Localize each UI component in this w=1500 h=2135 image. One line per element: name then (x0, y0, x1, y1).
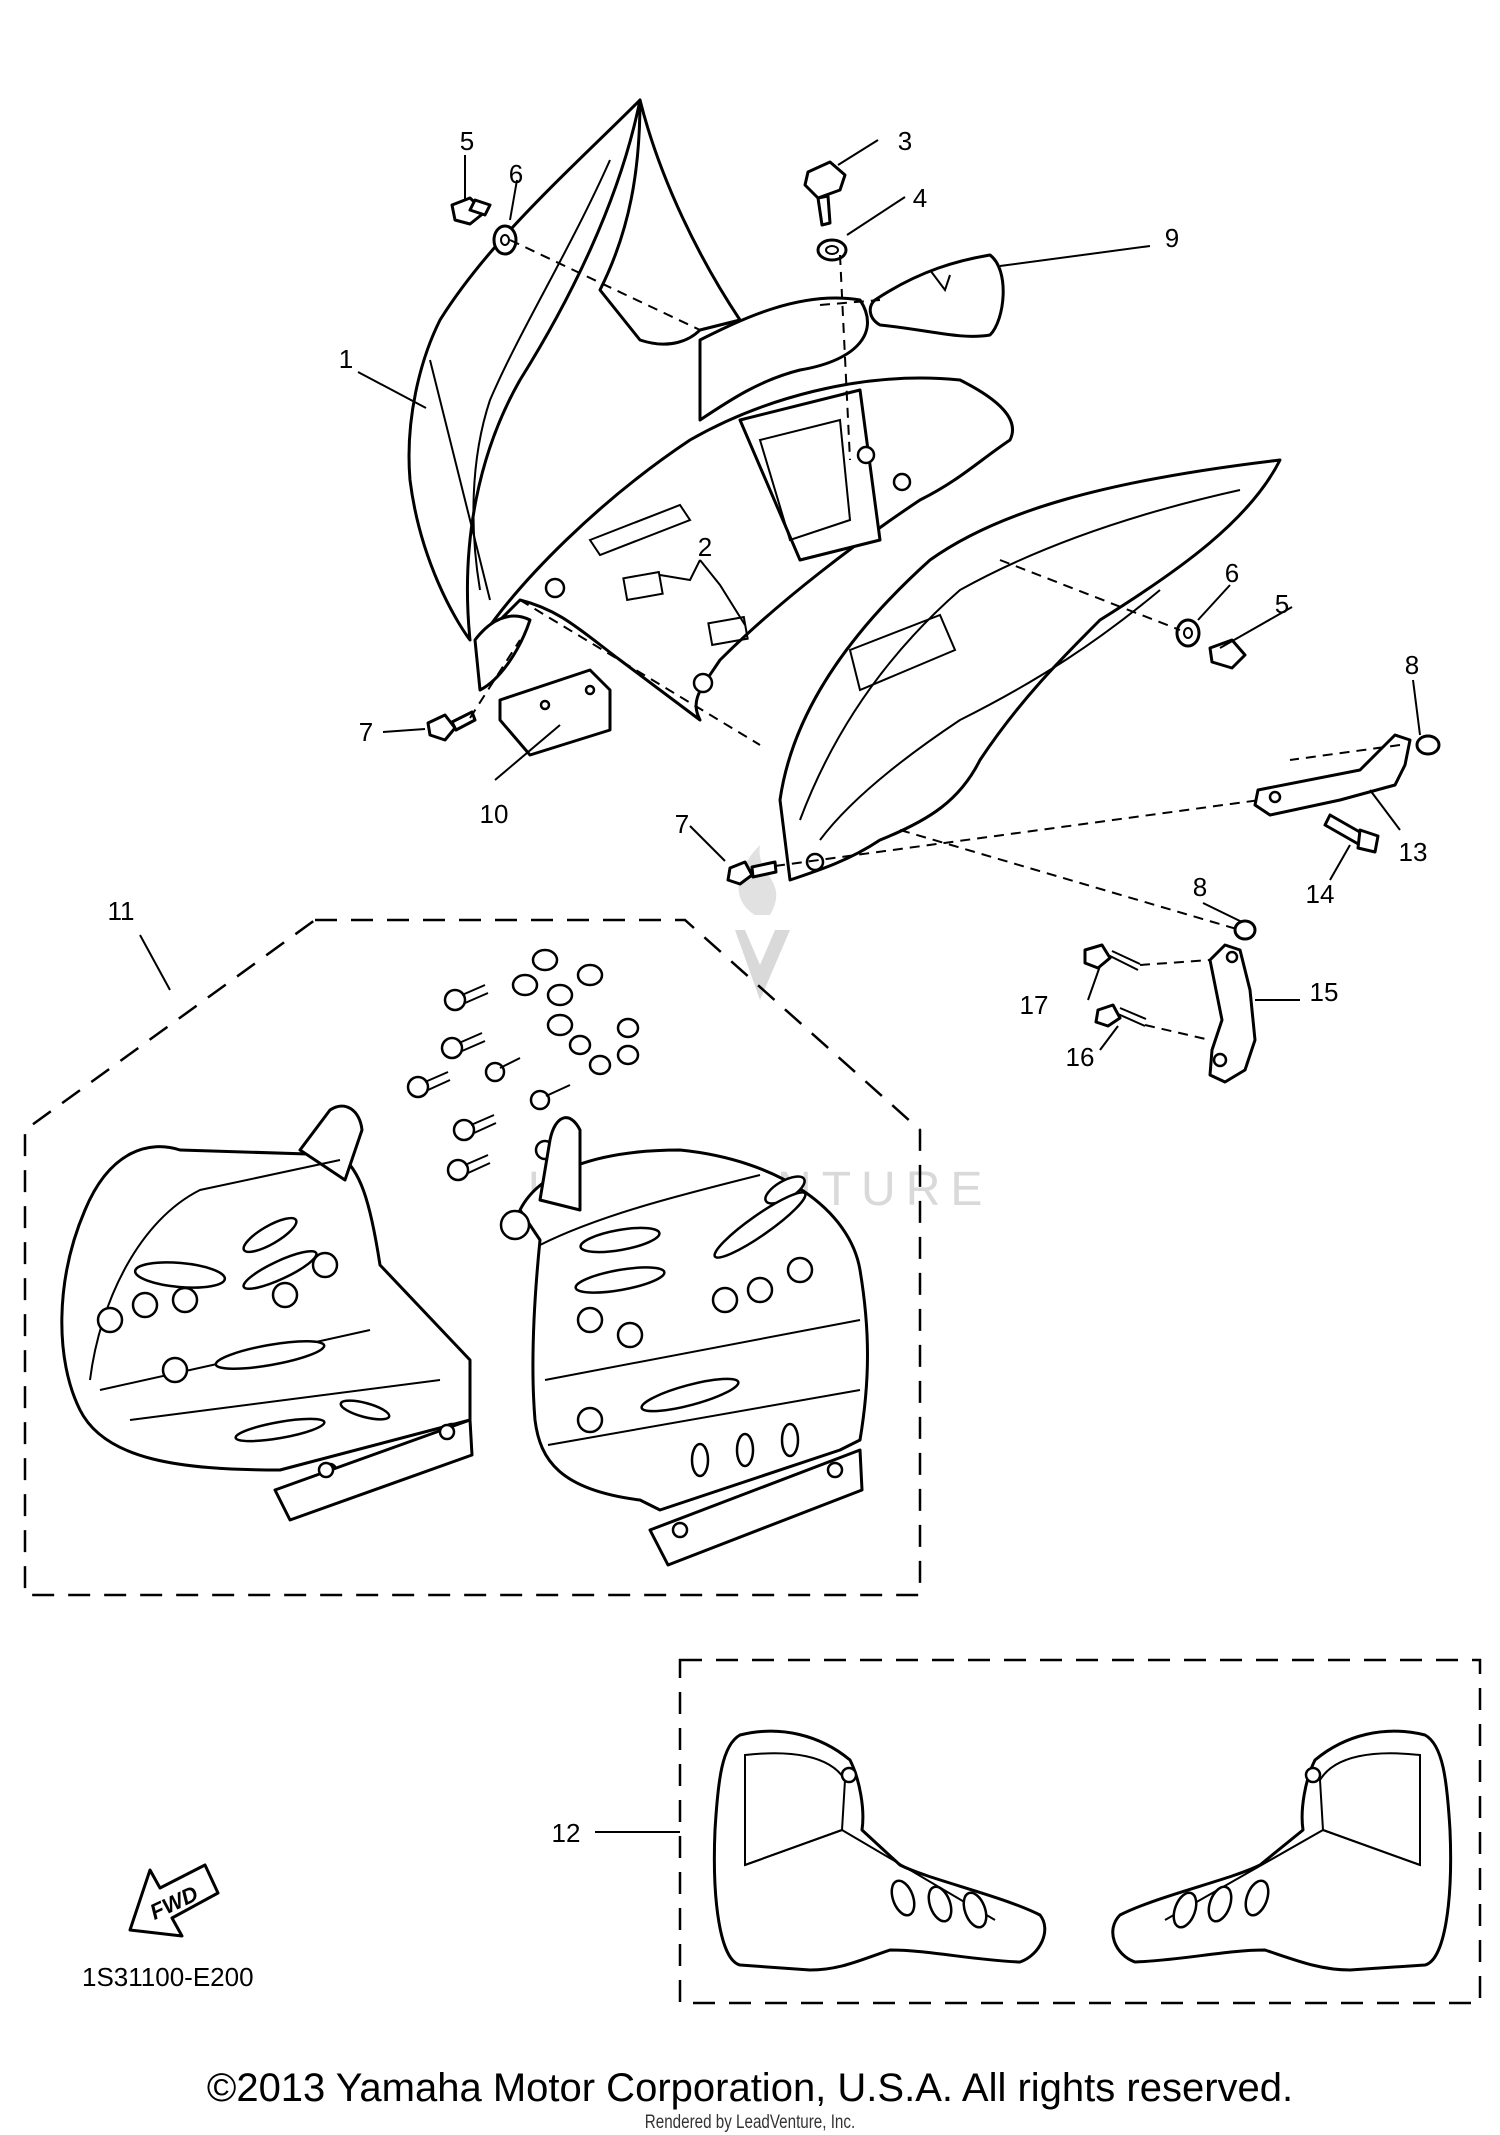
diagram-code: 1S31100-E200 (82, 1962, 254, 1992)
left-foot-guard (60, 1104, 474, 1522)
callout-2: 2 (698, 532, 712, 562)
part-11-kit (23, 918, 922, 1597)
nut-8-bottom (1233, 919, 1257, 941)
callout-5-left: 5 (460, 126, 474, 156)
callout-17: 17 (1020, 990, 1049, 1020)
callout-numbers: 1 2 3 4 5 5 6 6 7 7 8 8 9 10 11 12 13 14… (82, 126, 1427, 1992)
callout-16: 16 (1066, 1042, 1095, 1072)
callout-13: 13 (1399, 837, 1428, 867)
callout-3: 3 (898, 126, 912, 156)
callout-5-right: 5 (1275, 589, 1289, 619)
bolt-14 (1323, 813, 1380, 854)
callout-4: 4 (913, 183, 927, 213)
bolt-5-left (450, 196, 492, 226)
part-12-kit (678, 1658, 1482, 2005)
part-15-bracket (1208, 943, 1257, 1084)
left-mud-guard (712, 1729, 1047, 1972)
washer-6-left (492, 224, 518, 256)
callout-8-top: 8 (1405, 650, 1419, 680)
fwd-arrow-icon: FWD (128, 1863, 220, 1938)
callout-6-right: 6 (1225, 558, 1239, 588)
bolt-16 (1094, 1003, 1147, 1028)
part-10-flap (498, 668, 612, 757)
leader-lines (139, 139, 1421, 1833)
part-13-bracket (1253, 733, 1412, 817)
callout-7-left: 7 (359, 717, 373, 747)
washer-6-right (1175, 618, 1201, 648)
part-1-right-fender (778, 458, 1282, 882)
callout-12: 12 (552, 1818, 581, 1848)
callout-15: 15 (1310, 977, 1339, 1007)
bolt-17 (1083, 943, 1141, 971)
callout-10: 10 (480, 799, 509, 829)
callout-8-bottom: 8 (1193, 872, 1207, 902)
assembly-lines (469, 239, 1401, 1041)
callout-9: 9 (1165, 223, 1179, 253)
bolt-7-left (426, 710, 477, 742)
right-foot-guard (499, 1116, 869, 1567)
part-9-decal (868, 253, 1005, 338)
bolt-7-right (726, 860, 778, 886)
callout-1: 1 (339, 344, 353, 374)
bolt-5-right (1208, 638, 1247, 670)
rendered-by-notice: Rendered by LeadVenture, Inc. (644, 2112, 856, 2133)
part-1-left-fender (407, 98, 1014, 722)
bolt-3 (803, 160, 847, 227)
callout-7-right: 7 (675, 809, 689, 839)
nut-8-top (1415, 734, 1441, 756)
callout-14: 14 (1306, 879, 1335, 909)
callout-6-left: 6 (509, 159, 523, 189)
callout-11: 11 (108, 896, 135, 926)
right-mud-guard (1111, 1729, 1453, 1972)
copyright-notice: ©2013 Yamaha Motor Corporation, U.S.A. A… (206, 2066, 1294, 2110)
grommet-4 (816, 238, 848, 262)
